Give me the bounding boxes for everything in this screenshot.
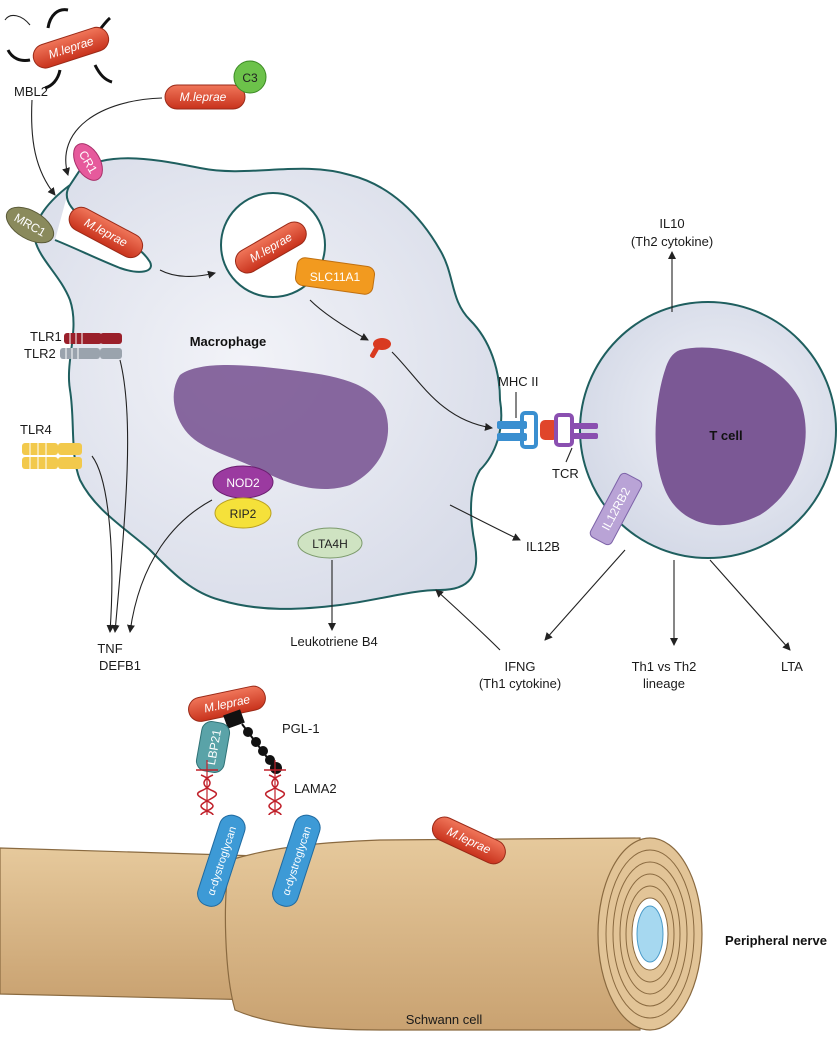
lta4h-label: LTA4H	[312, 537, 348, 551]
tlr4-receptor	[22, 443, 82, 469]
defb1-label: DEFB1	[99, 658, 141, 673]
c3-opsonized-bacterium: M.leprae C3	[164, 60, 267, 110]
tlr2-receptor	[60, 348, 122, 359]
macrophage-label: Macrophage	[190, 334, 267, 349]
leukotriene-b4-label: Leukotriene B4	[290, 634, 377, 649]
lama2-right	[264, 760, 286, 816]
bacterium-label: M.leprae	[180, 90, 227, 104]
mhc2-tcr-complex	[497, 411, 598, 449]
peripheral-nerve-label: Peripheral nerve	[725, 933, 827, 948]
peripheral-nerve	[0, 837, 703, 1031]
il10-sub-label: (Th2 cytokine)	[631, 234, 713, 249]
tlr1-label: TLR1	[30, 329, 62, 344]
tlr4-label: TLR4	[20, 422, 52, 437]
tcr-label: TCR	[552, 466, 579, 481]
tnf-label: TNF	[97, 641, 122, 656]
cr1-receptor: CR1	[73, 143, 103, 181]
lbp21-protein: LBP21	[195, 721, 231, 773]
macrophage-nucleus	[173, 365, 389, 490]
lbp21-label: LBP21	[204, 728, 224, 766]
mhc2-label: MHC II	[498, 374, 538, 389]
nod2-label: NOD2	[226, 476, 260, 490]
mbl2-opsonized-bacterium: M.leprae	[4, 8, 113, 90]
antigen-peptide	[370, 338, 391, 358]
t-cell-nucleus	[655, 347, 806, 526]
rip2-protein: RIP2	[214, 497, 272, 529]
lama2-left	[196, 760, 218, 816]
lta4h-enzyme: LTA4H	[297, 527, 363, 559]
c3-label: C3	[242, 71, 258, 85]
tlr1-receptor	[64, 333, 122, 344]
nod2-protein: NOD2	[212, 465, 274, 499]
th1-th2-sub-label: lineage	[643, 676, 685, 691]
schwann-cell-label: Schwann cell	[406, 1012, 483, 1027]
pathway-arrows	[31, 97, 791, 651]
ifng-sub-label: (Th1 cytokine)	[479, 676, 561, 691]
il10-label: IL10	[659, 216, 684, 231]
lama2-label: LAMA2	[294, 781, 337, 796]
dystroglycan-left: α-dystroglycan	[197, 814, 246, 907]
mbl2-label: MBL2	[14, 84, 48, 99]
t-cell-label: T cell	[709, 428, 742, 443]
ifng-label: IFNG	[504, 659, 535, 674]
il12b-label: IL12B	[526, 539, 560, 554]
th1-th2-label: Th1 vs Th2	[632, 659, 697, 674]
pgl1-chain	[223, 709, 282, 774]
rip2-label: RIP2	[230, 507, 257, 521]
pgl1-label: PGL-1	[282, 721, 320, 736]
slc11a1-transporter: SLC11A1	[294, 257, 376, 295]
lta-label: LTA	[781, 659, 803, 674]
slc11a1-label: SLC11A1	[310, 270, 361, 284]
tlr2-label: TLR2	[24, 346, 56, 361]
